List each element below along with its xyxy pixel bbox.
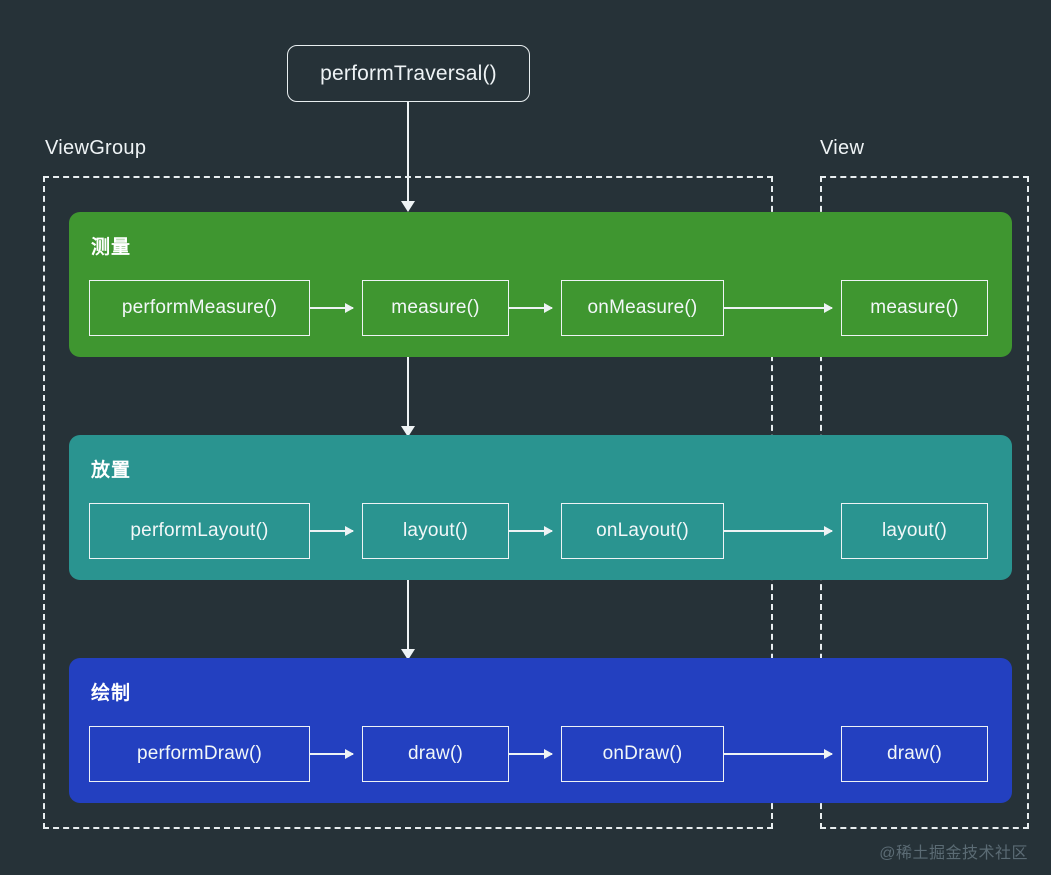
arrow-measure-to-layout xyxy=(401,357,415,437)
node-layout-view: layout() xyxy=(841,503,988,559)
arrow-perform-measure-to-measure xyxy=(310,303,354,313)
node-perform-measure: performMeasure() xyxy=(89,280,310,336)
arrow-layout-to-onlayout xyxy=(509,526,553,536)
region-label-view: View xyxy=(820,137,865,159)
arrow-perform-draw-to-draw xyxy=(310,749,354,759)
arrow-traversal-to-measure xyxy=(401,102,415,212)
node-draw-viewgroup: draw() xyxy=(362,726,509,782)
watermark: @稀土掘金技术社区 xyxy=(879,845,1028,862)
band-draw: 绘制 performDraw() draw() onDraw() draw() xyxy=(69,658,1012,803)
arrow-measure-to-onmeasure xyxy=(509,303,553,313)
arrow-layout-to-draw xyxy=(401,580,415,660)
node-on-layout: onLayout() xyxy=(561,503,724,559)
node-layout-viewgroup: layout() xyxy=(362,503,509,559)
band-measure: 测量 performMeasure() measure() onMeasure(… xyxy=(69,212,1012,357)
node-measure-view: measure() xyxy=(841,280,988,336)
band-layout: 放置 performLayout() layout() onLayout() l… xyxy=(69,435,1012,580)
arrow-draw-to-ondraw xyxy=(509,749,553,759)
node-on-draw: onDraw() xyxy=(561,726,724,782)
node-perform-draw: performDraw() xyxy=(89,726,310,782)
node-draw-view: draw() xyxy=(841,726,988,782)
arrow-perform-layout-to-layout xyxy=(310,526,354,536)
arrow-onlayout-to-view-layout xyxy=(724,526,833,536)
band-title-layout: 放置 xyxy=(91,460,132,481)
band-title-draw: 绘制 xyxy=(91,683,132,704)
arrow-onmeasure-to-view-measure xyxy=(724,303,833,313)
node-measure-viewgroup: measure() xyxy=(362,280,509,336)
arrow-ondraw-to-view-draw xyxy=(724,749,833,759)
node-perform-traversal: performTraversal() xyxy=(287,45,530,102)
band-title-measure: 测量 xyxy=(91,237,132,258)
node-on-measure: onMeasure() xyxy=(561,280,724,336)
region-label-viewgroup: ViewGroup xyxy=(45,137,147,159)
node-perform-layout: performLayout() xyxy=(89,503,310,559)
